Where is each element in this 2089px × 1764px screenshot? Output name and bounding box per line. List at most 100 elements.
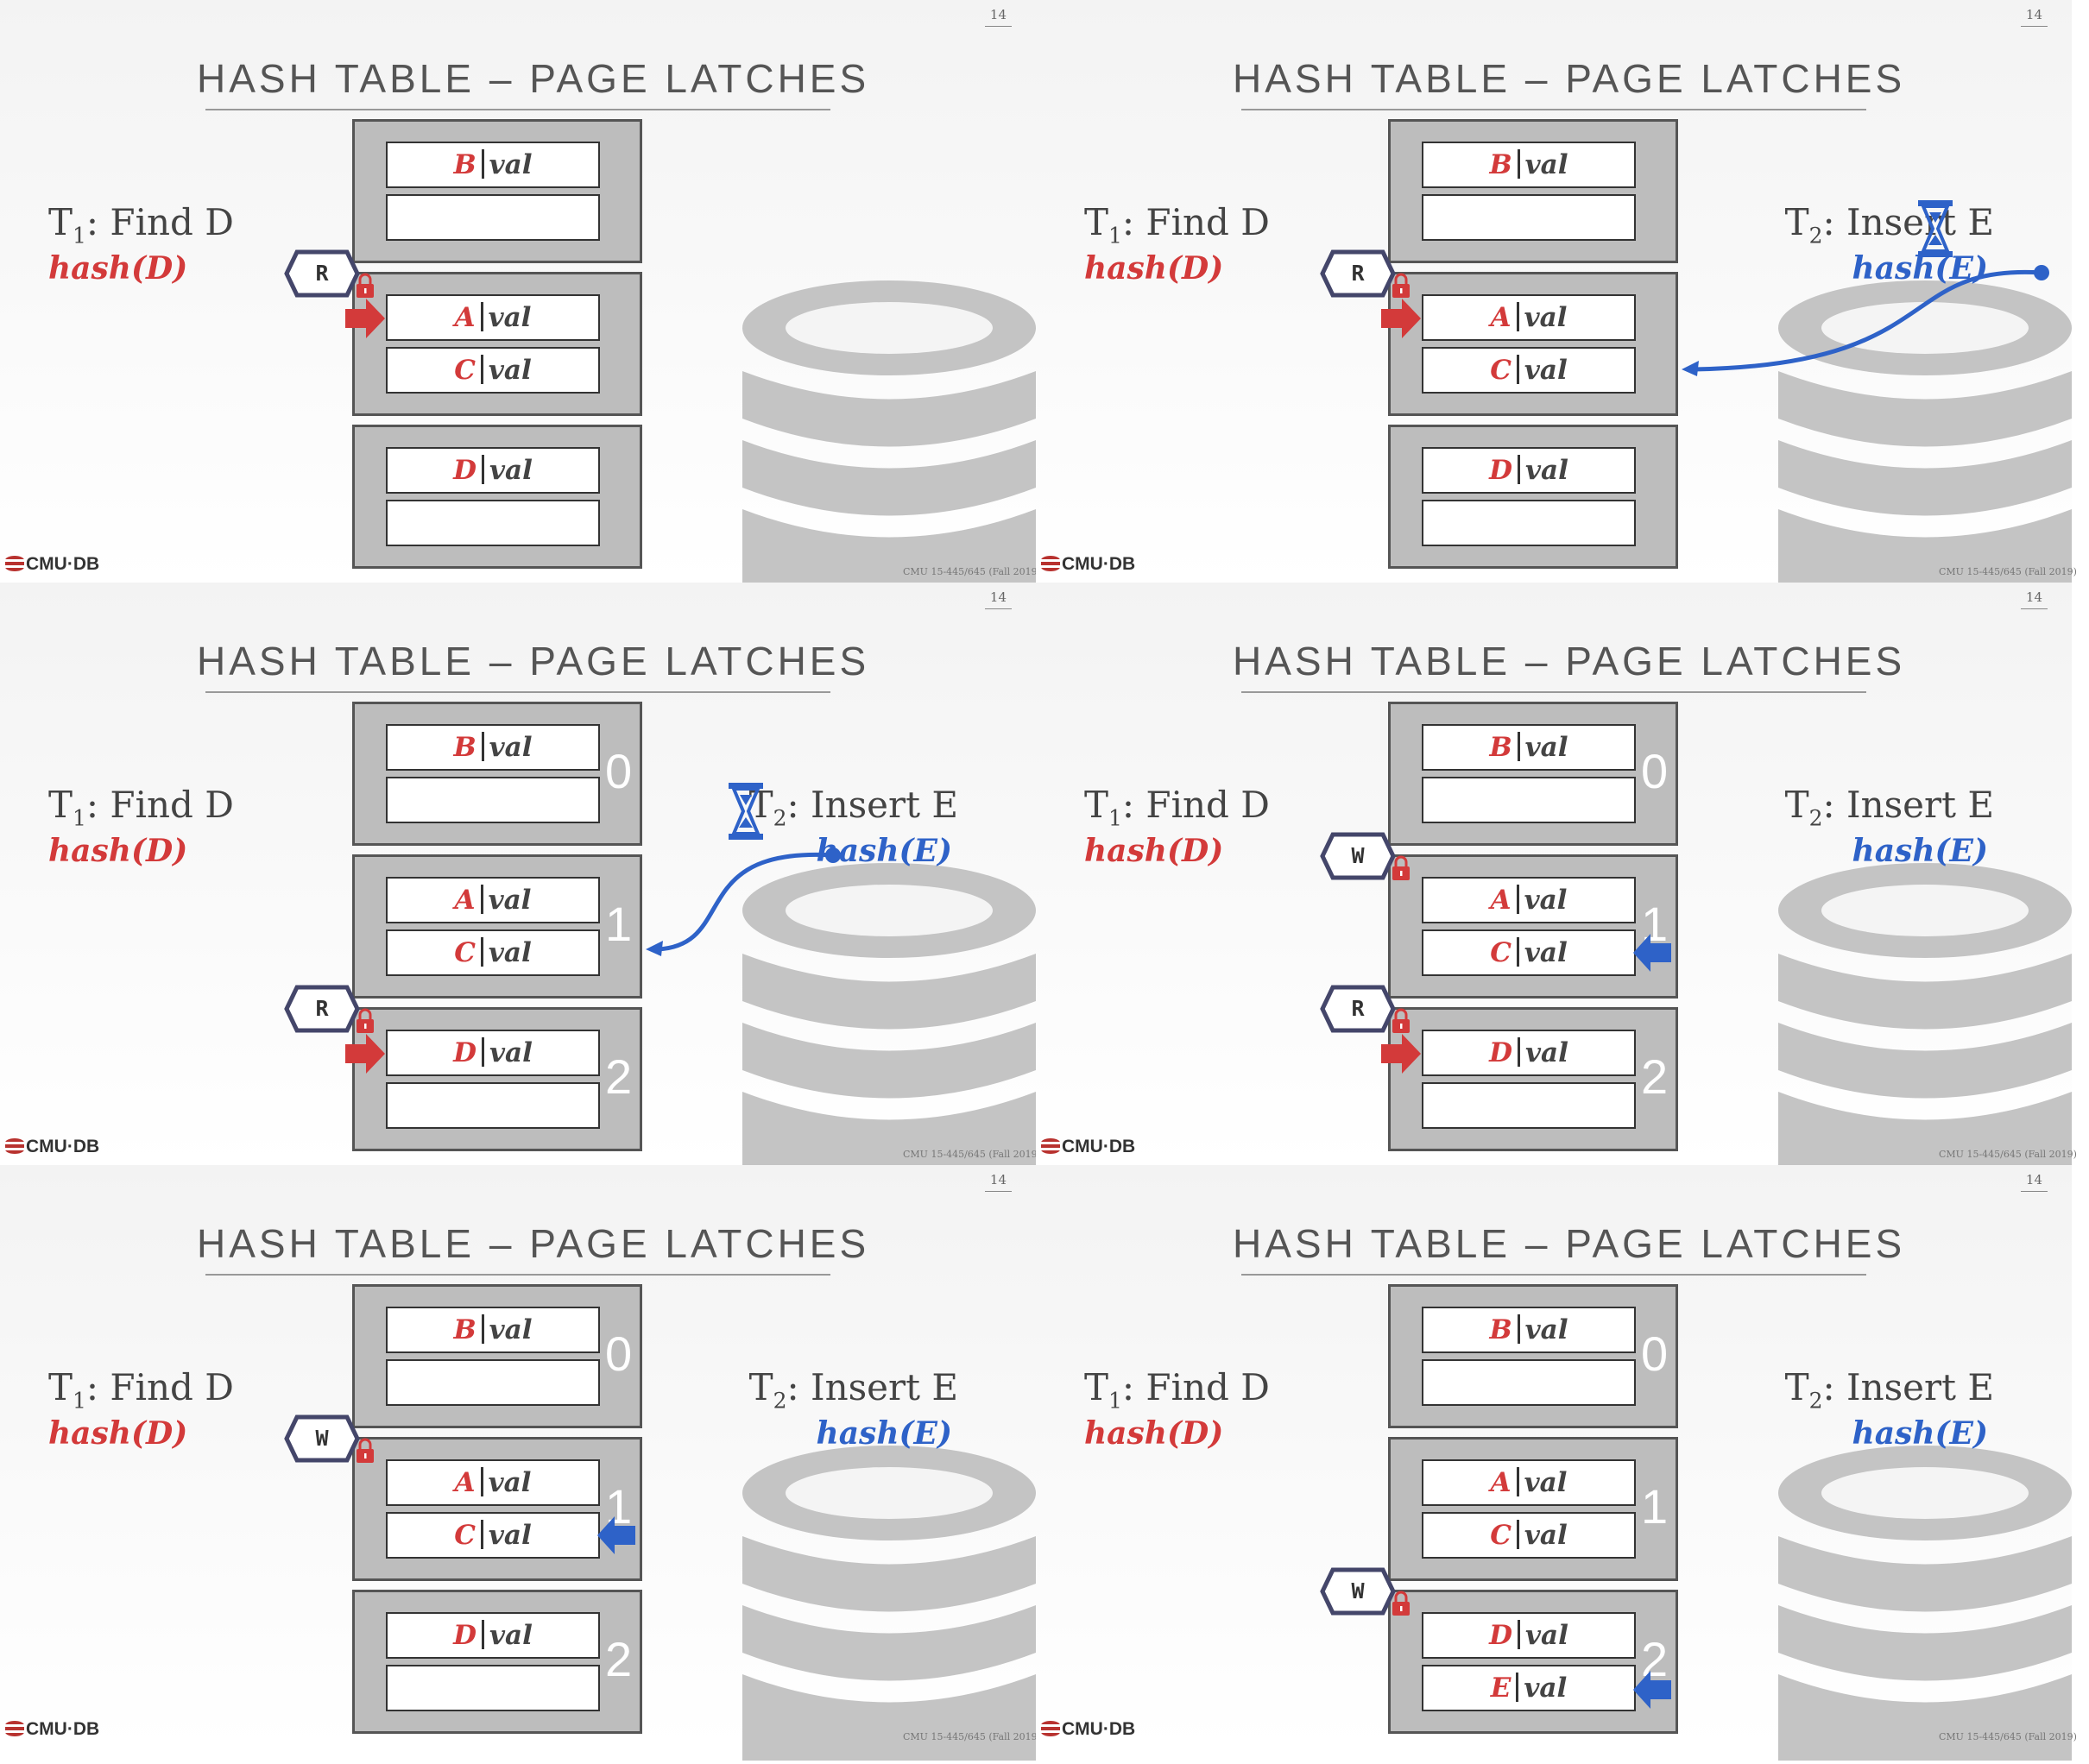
bucket-slot <box>386 1359 600 1406</box>
slot-key: D <box>453 1037 476 1068</box>
cmu-db-logo: CMU·DB <box>1041 1719 1135 1740</box>
slot-divider <box>481 1314 484 1344</box>
latch-label: R <box>1351 261 1365 286</box>
bucket-slot <box>1422 1082 1636 1129</box>
t1-subscript: 1 <box>1108 223 1122 249</box>
t2-hash: hash(E) <box>816 1415 952 1452</box>
database-icon <box>725 268 1053 595</box>
latch-label: W <box>1351 1578 1365 1603</box>
logo-text: CMU·DB <box>1062 1137 1136 1156</box>
t1-op: : Find D <box>85 1366 234 1408</box>
bucket-slot <box>1422 500 1636 546</box>
slot-value: val <box>488 937 532 968</box>
t2-subscript: 2 <box>773 805 787 831</box>
title-underline <box>205 109 830 110</box>
slot-value: val <box>488 302 532 333</box>
database-icon <box>1761 850 2089 1178</box>
slide-footer: CMU 15-445/645 (Fall 2019) <box>1939 566 2077 577</box>
bucket-slot <box>386 1082 600 1129</box>
title-underline <box>205 691 830 693</box>
slot-value: val <box>489 732 533 763</box>
title-underline <box>1241 109 1866 110</box>
slide-title: HASH TABLE – PAGE LATCHES <box>197 1221 870 1266</box>
slot-value: val <box>1525 1037 1568 1068</box>
title-underline <box>1241 1274 1866 1276</box>
t2-label: T2: Insert E <box>1785 1366 1994 1413</box>
right-arrow-icon <box>344 297 387 340</box>
page-index: 0 <box>1641 1326 1669 1381</box>
bucket-slot <box>386 194 600 241</box>
slot-key: B <box>1489 1314 1512 1345</box>
cmu-db-logo: CMU·DB <box>1041 1137 1135 1157</box>
slot-divider <box>1516 1467 1519 1496</box>
logo-text: CMU·DB <box>26 554 100 574</box>
t1-op: : Find D <box>85 784 234 826</box>
t1-name: T <box>48 201 73 243</box>
slot-divider <box>1518 1037 1520 1067</box>
bucket-slot <box>386 1665 600 1711</box>
lock-icon <box>1390 855 1412 881</box>
slot-divider <box>480 885 483 914</box>
slot-divider <box>1518 455 1520 484</box>
slot-key: B <box>453 1314 476 1345</box>
hash-arrowhead <box>646 941 663 956</box>
slot-key: C <box>1490 1520 1512 1551</box>
t1-name: T <box>1084 201 1109 243</box>
t2-hash: hash(E) <box>1852 1415 1988 1452</box>
slot-key: C <box>454 355 476 386</box>
page-number: 14 <box>2020 1172 2048 1192</box>
latch-write-icon: W <box>284 1414 360 1463</box>
slot-key: A <box>1490 1467 1512 1498</box>
slot-key: C <box>1490 937 1512 968</box>
bucket-slot <box>1422 777 1636 823</box>
slot-divider <box>1516 1673 1519 1702</box>
t1-name: T <box>48 784 73 826</box>
slot-divider <box>1516 1520 1519 1549</box>
t2-op: : Insert E <box>1822 1366 1994 1408</box>
page-index: 2 <box>1641 1049 1669 1104</box>
t2-op: : Insert E <box>786 784 958 826</box>
slot-value: val <box>1524 1467 1568 1498</box>
logo-text: CMU·DB <box>1062 1719 1136 1739</box>
slot-divider <box>1517 1314 1520 1344</box>
t1-subscript: 1 <box>1108 805 1122 831</box>
t1-hash: hash(D) <box>48 1415 188 1452</box>
title-underline <box>1241 691 1866 693</box>
database-icon <box>1761 1433 2089 1761</box>
t2-name: T <box>1784 1366 1809 1408</box>
latch-label: R <box>315 261 329 286</box>
latch-read-icon: R <box>284 985 360 1033</box>
slot-value: val <box>1524 1673 1568 1704</box>
t2-label: T2: Insert E <box>1785 201 1994 248</box>
logo-text: CMU·DB <box>26 1137 100 1156</box>
t1-hash: hash(D) <box>1084 250 1224 287</box>
t1-hash: hash(D) <box>48 833 188 869</box>
t1-name: T <box>1084 1366 1109 1408</box>
page-index: 2 <box>605 1632 633 1686</box>
slot-value: val <box>489 1620 533 1651</box>
t2-name: T <box>1784 201 1809 243</box>
page-number: 14 <box>2020 589 2048 609</box>
slot-value: val <box>1524 1520 1568 1551</box>
t2-hash: hash(E) <box>1852 833 1988 869</box>
t2-label: T2: Insert E <box>1785 784 1994 830</box>
slot-divider <box>1517 732 1520 761</box>
lock-icon <box>1390 1008 1412 1034</box>
slot-value: val <box>1525 1620 1568 1651</box>
t1-op: : Find D <box>1121 784 1270 826</box>
